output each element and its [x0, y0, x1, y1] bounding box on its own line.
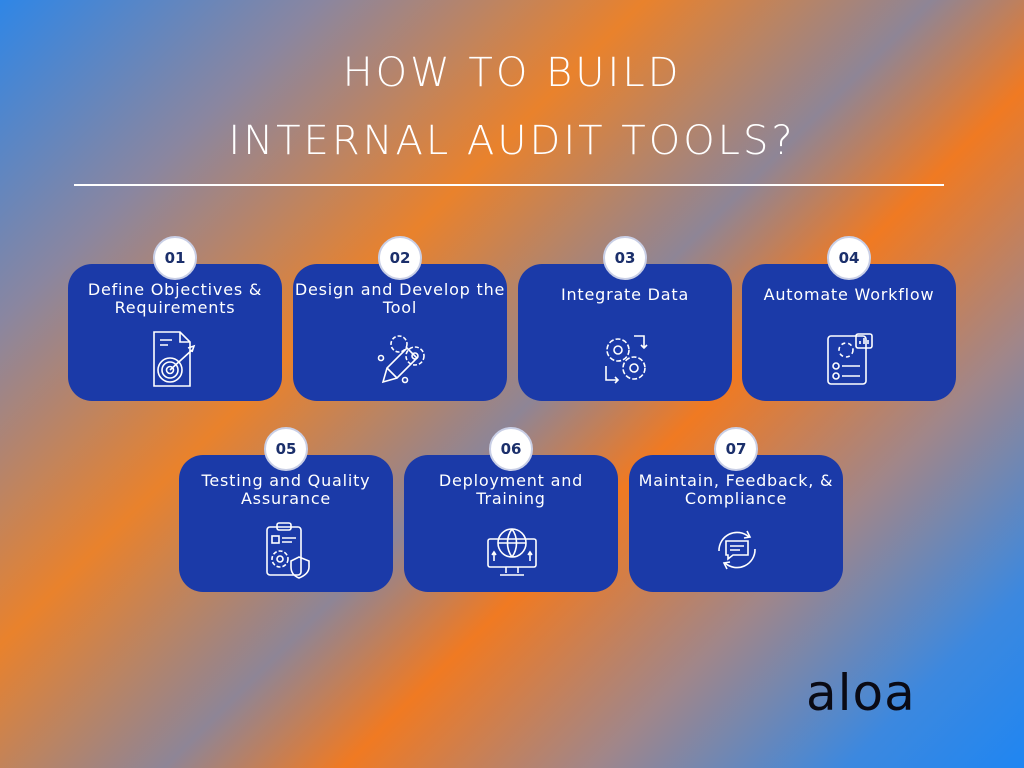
step-card-2: 02 Design and Develop the Tool	[293, 236, 507, 401]
step-label: Define Objectives & Requirements	[87, 280, 263, 317]
divider	[74, 184, 944, 186]
title-line-2: INTERNAL AUDIT TOOLS?	[228, 118, 796, 164]
step-card-3: 03 Integrate Data	[518, 236, 732, 401]
step-number: 06	[489, 427, 533, 471]
step-label: Testing and Quality Assurance	[201, 471, 371, 508]
step-card-5: 05 Testing and Quality Assurance	[179, 427, 393, 592]
aloa-logo: aloa	[806, 664, 916, 722]
step-label: Integrate Data	[560, 285, 690, 304]
document-target-icon	[153, 331, 196, 387]
step-card-4: 04 Automate Workflow	[742, 236, 956, 401]
pencil-gears-icon	[377, 335, 425, 384]
step-label: Automate Workflow	[763, 285, 935, 304]
gears-sync-icon	[605, 335, 648, 384]
step-number: 07	[714, 427, 758, 471]
step-label: Maintain, Feedback, & Compliance	[638, 471, 834, 508]
monitor-globe-icon	[487, 528, 537, 576]
step-card-7: 07 Maintain, Feedback, & Compliance	[629, 427, 843, 592]
step-number: 02	[378, 236, 422, 280]
step-number: 01	[153, 236, 197, 280]
step-label: Design and Develop the Tool	[294, 280, 506, 317]
step-card-1: 01 Define Objectives & Requirements	[68, 236, 282, 401]
chat-cycle-icon	[718, 530, 756, 570]
workflow-checklist-icon	[827, 333, 873, 385]
step-number: 04	[827, 236, 871, 280]
step-label: Deployment and Training	[438, 471, 584, 508]
step-number: 05	[264, 427, 308, 471]
step-card-6: 06 Deployment and Training	[404, 427, 618, 592]
title-line-1: HOW TO BUILD	[342, 50, 682, 96]
clipboard-gear-shield-icon	[266, 522, 310, 579]
step-number: 03	[603, 236, 647, 280]
